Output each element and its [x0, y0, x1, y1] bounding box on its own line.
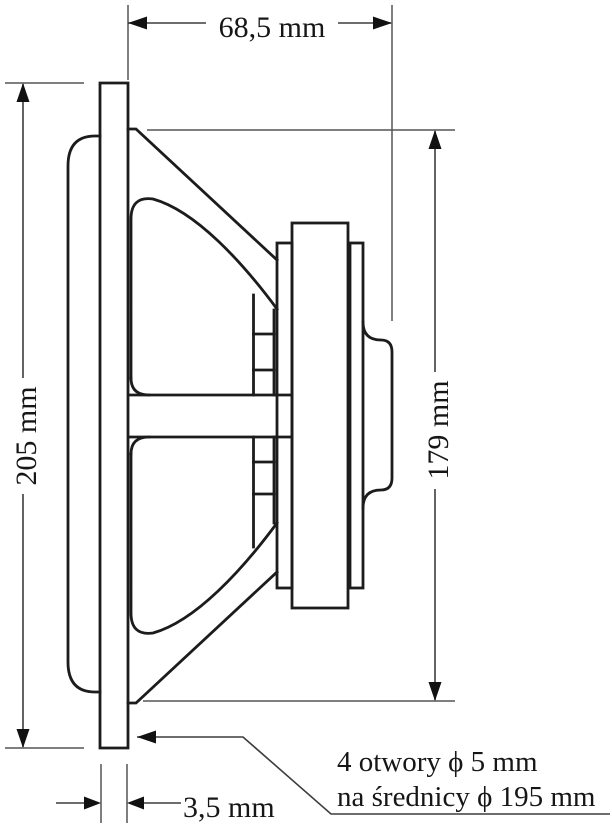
depth-arrowhead-left: [128, 16, 147, 30]
flange-outline: [98, 81, 130, 750]
dimension-flange-thickness: 3,5 mm: [56, 764, 275, 824]
basket-strut-top-outer: [126, 127, 279, 262]
mounting-height-arrowhead-bottom: [428, 682, 442, 701]
basket-strut-bottom-outer: [126, 570, 279, 705]
dimension-depth: 68,5 mm: [127, 5, 393, 321]
magnet-outline: [290, 221, 350, 610]
dimension-overall-height: 205 mm: [5, 82, 84, 749]
mounting-height-extension-lines: [143, 129, 455, 702]
spider-ladder-rungs: [252, 332, 276, 496]
speaker-cross-section: [66, 81, 394, 750]
depth-extension-lines: [127, 5, 393, 321]
lower-window-lobe: [129, 452, 279, 635]
depth-arrowhead-right: [373, 16, 392, 30]
overall-height-arrowhead-top: [16, 83, 30, 102]
flange-thickness-arrowhead-right: [127, 796, 144, 810]
overall-height-extension-lines: [5, 82, 84, 749]
mounting-height-arrowhead-top: [428, 130, 442, 149]
flange-thickness-arrowhead-left: [84, 796, 101, 810]
flange-thickness-extension-lines: [100, 764, 128, 823]
upper-lobe-bottom-corner: [129, 376, 151, 397]
overall-height-label: 205 mm: [10, 386, 43, 485]
pole-piece-bump: [361, 320, 394, 510]
upper-window-lobe: [129, 197, 279, 380]
leader-arrowhead: [137, 730, 156, 744]
gasket-outline: [66, 134, 102, 694]
leader-line: [137, 736, 610, 815]
lower-lobe-top-corner: [129, 435, 151, 456]
dimension-mounting-height: 179 mm: [143, 129, 455, 702]
holes-note-line1: 4 otwory ϕ 5 mm: [337, 746, 538, 778]
overall-height-arrowhead-bottom: [16, 729, 30, 748]
front-plate-outline: [275, 241, 294, 590]
depth-label: 68,5 mm: [219, 11, 326, 44]
leader-note-holes: 4 otwory ϕ 5 mm na średnicy ϕ 195 mm: [137, 730, 610, 815]
mounting-height-label: 179 mm: [422, 380, 455, 479]
flange-thickness-label: 3,5 mm: [183, 791, 275, 824]
back-plate-outline: [348, 241, 365, 590]
holes-note-line2: na średnicy ϕ 195 mm: [337, 781, 596, 813]
